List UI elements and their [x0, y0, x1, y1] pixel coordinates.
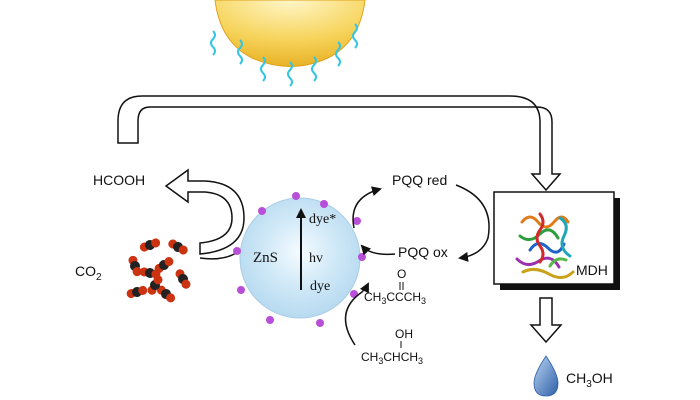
water-droplet-icon [533, 355, 559, 397]
co2-molecule-icon [126, 238, 191, 303]
hcooh-label: HCOOH [93, 172, 145, 188]
light-wave-icon [210, 23, 358, 87]
co2-label: CO2 [75, 263, 102, 283]
sun-icon [214, 0, 366, 67]
dye-label: dye [310, 279, 330, 294]
zns-label: ZnS [253, 250, 278, 266]
isopropanol-to-acetone-arrow [344, 282, 369, 346]
mdh-to-methanol-arrow [529, 297, 563, 344]
pqq-cycle-arrow [455, 184, 490, 262]
isopropanol-label: CH3CHCH3 [361, 350, 423, 366]
isopropanol-oh-label: OH [395, 327, 413, 341]
energy-transfer-arrow [117, 95, 562, 192]
mdh-label: MDH [576, 262, 608, 278]
reduction-arrow [352, 186, 382, 229]
co2-to-hcooh-arrow [164, 168, 245, 255]
dye-excited-label: dye* [309, 212, 336, 227]
methanol-label: CH3OH [566, 370, 613, 390]
mdh-box [493, 191, 615, 285]
hv-label: hv [309, 251, 323, 266]
pqq-red-label: PQQ red [392, 172, 447, 188]
dye-dot-icon [233, 192, 366, 327]
pqq-ox-label: PQQ ox [398, 244, 448, 260]
oxidation-return-arrow [360, 244, 396, 256]
acetone-oxygen-label: O [397, 267, 406, 281]
acetone-label: CH3CCCH3 [364, 290, 426, 306]
enzyme-structure-icon [515, 212, 575, 279]
